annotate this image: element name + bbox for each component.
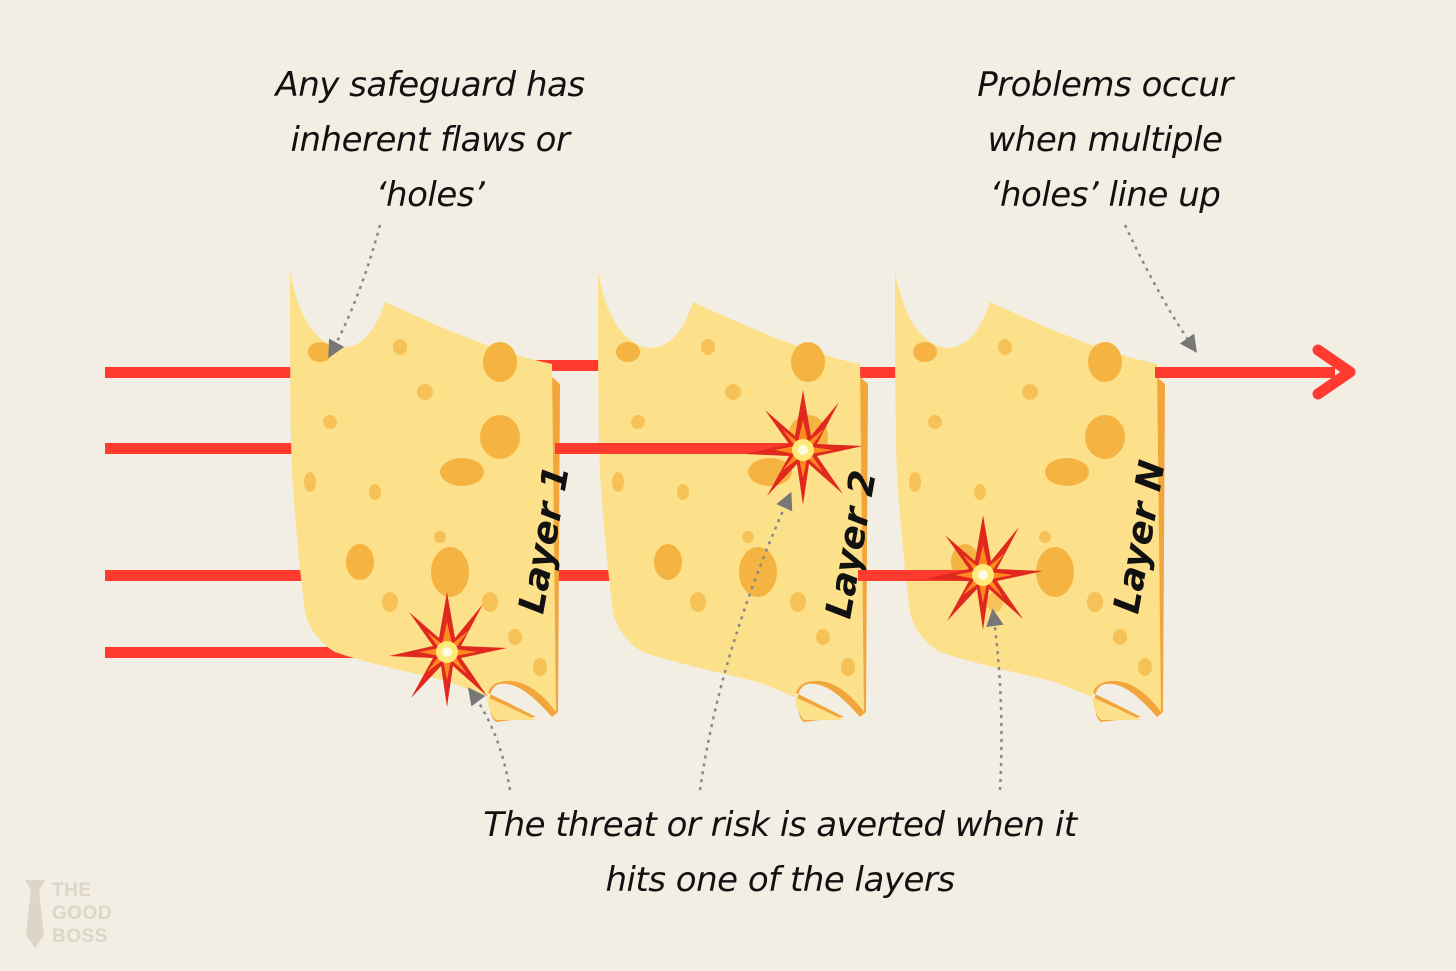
tie-icon — [25, 880, 45, 948]
pointer-averted-n — [986, 608, 1004, 791]
annotation-problems: Problems occur when multiple ‘holes’ lin… — [905, 58, 1305, 223]
threat-line — [105, 367, 335, 378]
pointer-holes — [328, 224, 382, 359]
pointer-averted-2 — [698, 491, 793, 791]
pointer-averted-1 — [467, 687, 512, 791]
cheese-slice-layer-n: Layer N — [895, 272, 1174, 722]
annotation-holes: Any safeguard has inherent flaws or ‘hol… — [230, 58, 630, 223]
threat-line — [105, 570, 370, 581]
annotation-line: ‘holes’ — [375, 175, 485, 215]
threat-line — [105, 647, 445, 658]
annotation-line: hits one of the layers — [605, 860, 955, 900]
threat-line-through — [1155, 367, 1335, 378]
annotation-line: when multiple — [987, 120, 1223, 160]
annotation-line: inherent flaws or — [290, 120, 570, 160]
cheese-slice-layer-2: Layer 2 — [598, 272, 885, 722]
threat-line — [555, 443, 805, 454]
annotation-line: The threat or risk is averted when it — [483, 805, 1077, 845]
annotation-line: ‘holes’ line up — [989, 175, 1221, 215]
pointer-lines — [328, 224, 1198, 791]
logo-word: BOSS — [52, 926, 108, 947]
logo-word: GOOD — [52, 903, 113, 924]
the-good-boss-logo: THE GOOD BOSS — [22, 880, 152, 950]
arrow-head-icon — [1312, 344, 1356, 400]
threat-line — [858, 570, 988, 581]
annotation-line: Problems occur — [977, 65, 1233, 105]
logo-word: THE — [52, 880, 92, 901]
pointer-problems — [1123, 224, 1198, 353]
annotation-averted: The threat or risk is averted when it hi… — [430, 798, 1130, 908]
threat-line — [520, 360, 635, 371]
threat-line — [545, 570, 670, 581]
threat-line — [850, 367, 935, 378]
annotation-line: Any safeguard has — [275, 65, 585, 105]
